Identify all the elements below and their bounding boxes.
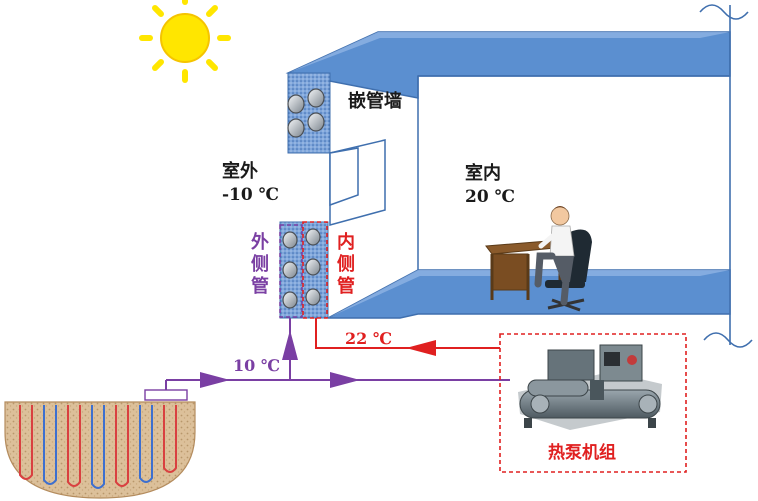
indoor-temp-label: 20 ℃ (465, 187, 515, 207)
outer-pipe-box (279, 224, 303, 318)
pipe-icons-upper (287, 88, 325, 138)
inner-pipe-label: 内侧管 (337, 232, 355, 297)
heat-pump-label: 热泵机组 (548, 443, 616, 463)
indoor-label: 室内 (465, 163, 501, 184)
arrow-to-wall (406, 340, 436, 356)
heat-pump-box (499, 333, 687, 473)
outdoor-label: 室外 (222, 161, 258, 182)
sun-icon (139, 0, 231, 83)
room-outline (417, 75, 730, 270)
arrow-to-heat-pump (330, 372, 360, 388)
arrow-ground-to-pump (200, 372, 230, 388)
red-flow-line (315, 318, 500, 349)
inner-pipe-box (302, 221, 328, 319)
person-at-desk-icon (485, 206, 592, 312)
ground-temp-label: 10 ℃ (233, 356, 281, 375)
embedded-wall-middle (329, 139, 386, 226)
ceiling-slab (285, 31, 731, 99)
ground-borehole-icon (4, 380, 196, 499)
embedded-wall-label: 嵌管墙 (348, 91, 402, 112)
pipe-icons-lower (282, 228, 321, 309)
supply-temp-label: 22 ℃ (345, 329, 393, 348)
outer-pipe-label: 外侧管 (251, 232, 269, 297)
outdoor-temp-label: -10 ℃ (222, 185, 280, 205)
heat-pump-unit-icon (518, 344, 662, 430)
